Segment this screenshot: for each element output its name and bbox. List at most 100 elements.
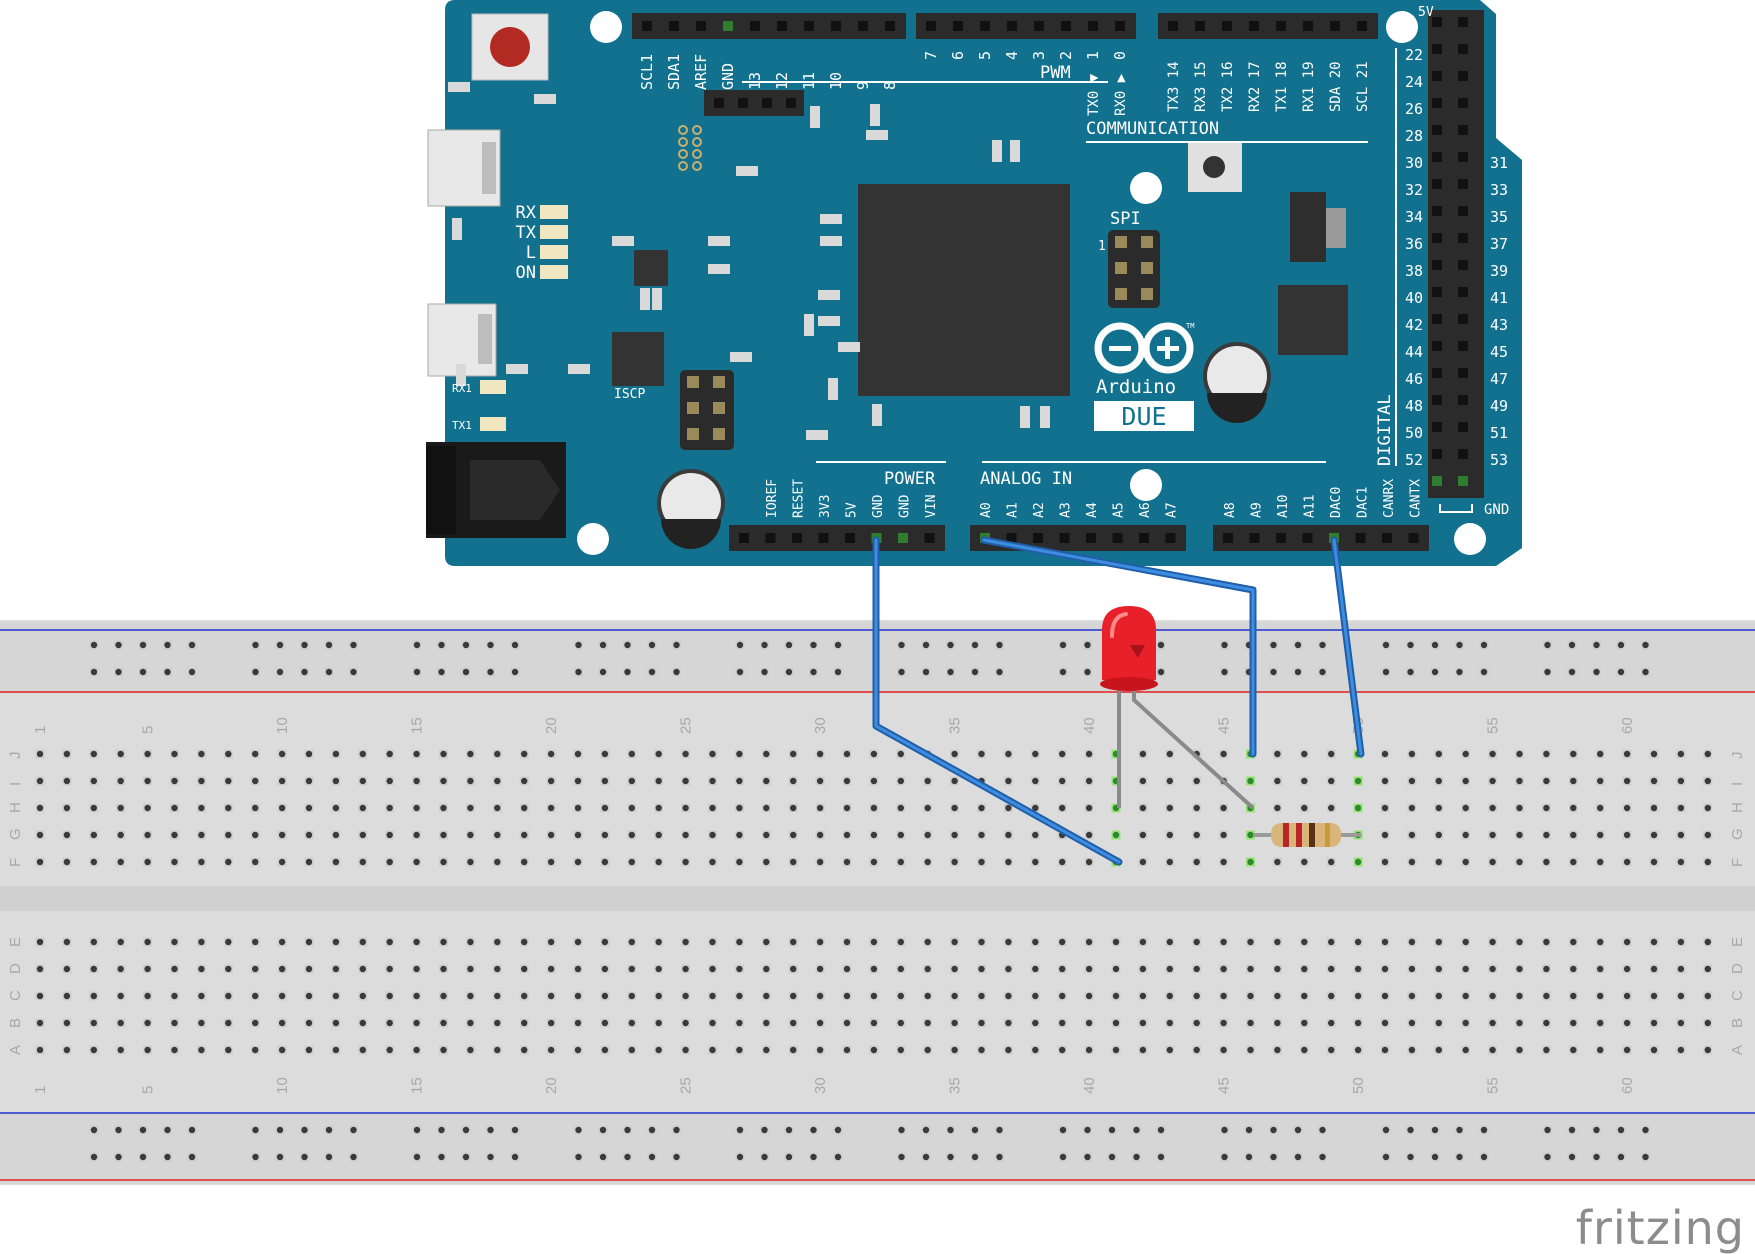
gnd-bracket [1439, 504, 1473, 513]
smd-part [568, 364, 590, 374]
breadboard-hole [1650, 1019, 1658, 1027]
breadboard-hole [870, 777, 878, 785]
breadboard-hole [1642, 1126, 1649, 1134]
breadboard-hole [1642, 668, 1649, 676]
breadboard-hole [834, 641, 842, 649]
breadboard-hole [252, 858, 259, 866]
mount-hole [1130, 172, 1162, 204]
breadboard-hole [1381, 858, 1389, 866]
row-letter-right: H [1729, 802, 1746, 813]
breadboard-hole [1301, 858, 1308, 866]
breadboard-hole [648, 641, 656, 649]
breadboard-hole [599, 1126, 607, 1134]
row-letter-left: H [7, 802, 24, 813]
breadboard-hole [951, 858, 958, 866]
breadboard-hole [843, 804, 851, 812]
breadboard-hole [63, 858, 71, 866]
breadboard-hole [487, 1126, 494, 1134]
breadboard-hole [1543, 938, 1550, 946]
breadboard-hole [1354, 858, 1362, 866]
breadboard-hole [1704, 992, 1712, 1000]
breadboard-hole [1623, 777, 1631, 785]
breadboard-hole [139, 1126, 147, 1134]
breadboard-hole [278, 804, 286, 812]
breadboard-hole [736, 804, 743, 812]
usb-connector-native-port [482, 142, 496, 194]
breadboard-hole [1489, 1019, 1496, 1027]
smd-part [730, 352, 752, 362]
breadboard-hole [1005, 1046, 1012, 1054]
breadboard-hole [1480, 1126, 1488, 1134]
breadboard-hole [682, 965, 689, 973]
breadboard-hole [117, 965, 124, 973]
breadboard-hole [494, 1019, 501, 1027]
breadboard-hole [494, 750, 501, 758]
header-pin [1458, 179, 1468, 189]
breadboard-hole [1328, 804, 1335, 812]
pin-label: RX1 19 [1301, 61, 1317, 112]
breadboard-hole [709, 804, 716, 812]
breadboard-hole [951, 777, 958, 785]
pin-label: TX2 16 [1220, 61, 1236, 112]
smd-part [448, 82, 470, 92]
pin-label: RESET [792, 479, 807, 518]
pin-label: TX1 18 [1274, 61, 1290, 112]
breadboard-hole [1059, 1153, 1067, 1161]
breadboard-hole [144, 938, 151, 946]
breadboard-hole [978, 804, 985, 812]
mount-hole [577, 523, 609, 555]
header-pin [898, 533, 908, 543]
breadboard-hole [301, 641, 308, 649]
breadboard-hole [494, 992, 501, 1000]
digital-pin-label: 42 [1405, 316, 1423, 334]
pin-label: A5 [1112, 502, 1127, 518]
header-pin [1432, 422, 1442, 432]
breadboard-hole [673, 1126, 680, 1134]
breadboard-hole [1220, 1019, 1227, 1027]
header-pin [858, 21, 868, 31]
breadboard-hole [332, 965, 340, 973]
breadboard-hole [655, 1019, 662, 1027]
breadboard-hole [898, 668, 905, 676]
breadboard-hole [252, 1046, 259, 1054]
digital-pin-label: 53 [1490, 451, 1508, 469]
breadboard-hole [648, 1153, 656, 1161]
spi-pin [1141, 288, 1153, 300]
status-led [480, 380, 506, 394]
breadboard-hole [978, 938, 985, 946]
breadboard-hole [1193, 1019, 1200, 1027]
breadboard-hole [487, 1153, 494, 1161]
breadboard-hole [1489, 992, 1496, 1000]
breadboard-hole [332, 831, 340, 839]
breadboard-hole [1435, 777, 1443, 785]
breadboard-hole [440, 750, 447, 758]
digital-pin-label: 30 [1405, 154, 1423, 172]
breadboard-hole [547, 804, 555, 812]
breadboard-hole [574, 750, 582, 758]
breadboard-hole [763, 1046, 770, 1054]
pin-label: AREF [692, 54, 710, 90]
logo-tm: TM [1186, 322, 1194, 330]
breadboard-hole [1381, 831, 1389, 839]
column-number-bottom: 50 [1350, 1077, 1367, 1094]
breadboard-hole [1112, 1046, 1120, 1054]
breadboard-hole [198, 804, 205, 812]
breadboard-hole [63, 1046, 71, 1054]
breadboard-hole [951, 965, 958, 973]
breadboard-hole [36, 777, 44, 785]
breadboard-hole [574, 992, 582, 1000]
breadboard-hole [897, 804, 904, 812]
digital-pin-label: 52 [1405, 451, 1423, 469]
breadboard-hole [90, 1019, 98, 1027]
breadboard-hole [115, 1153, 122, 1161]
breadboard-hole [924, 965, 931, 973]
header-pin [831, 21, 841, 31]
breadboard-hole [898, 641, 905, 649]
breadboard-hole [1301, 777, 1308, 785]
breadboard-hole [1193, 992, 1200, 1000]
header-pin [1432, 476, 1442, 486]
breadboard-hole [790, 965, 797, 973]
smd-part [818, 316, 840, 326]
breadboard-hole [386, 831, 393, 839]
breadboard-hole [574, 831, 582, 839]
